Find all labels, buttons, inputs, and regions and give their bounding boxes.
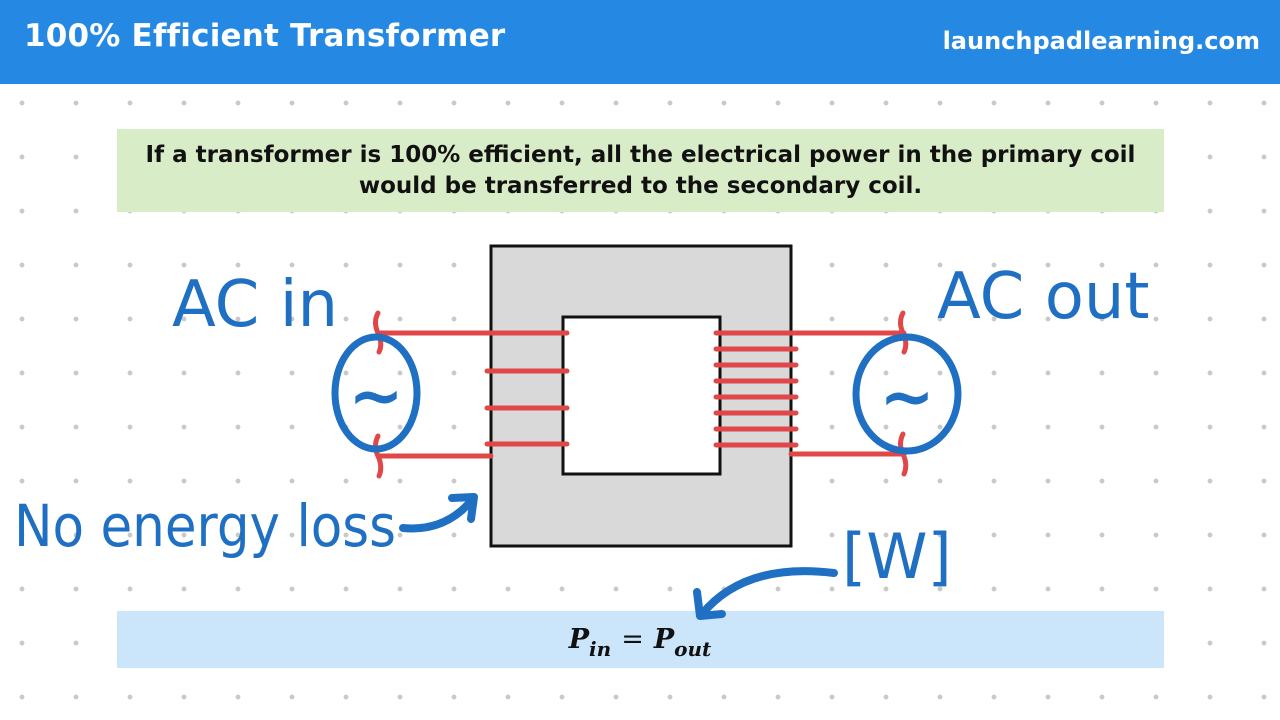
- unit-label: [W]: [842, 520, 952, 593]
- secondary-coil: [713, 346, 799, 448]
- secondary-leads: [713, 310, 909, 477]
- ac-in-symbol: ~: [348, 357, 403, 434]
- power-formula: Pin = Pout: [568, 624, 712, 661]
- info-text: If a transformer is 100% efficient, all …: [145, 141, 1136, 199]
- p-in-base: P: [568, 624, 590, 655]
- p-in-sub: in: [589, 637, 611, 661]
- info-box: If a transformer is 100% efficient, all …: [117, 129, 1164, 212]
- p-out-sub: out: [674, 637, 712, 661]
- p-out-base: P: [653, 624, 675, 655]
- ac-source-in-icon: ~: [331, 333, 421, 453]
- arrow-to-formula: [693, 567, 838, 620]
- ac-source-out-icon: ~: [852, 333, 962, 455]
- equals-sign: =: [621, 624, 644, 655]
- header-bar: 100% Efficient Transformer launchpadlear…: [0, 0, 1280, 84]
- formula-box: [117, 611, 1164, 668]
- core-window: [561, 315, 722, 476]
- page-title: 100% Efficient Transformer: [24, 18, 506, 54]
- no-energy-loss-label: No energy loss: [14, 492, 396, 560]
- ac-in-label: AC in: [172, 268, 338, 342]
- site-url: launchpadlearning.com: [942, 27, 1260, 55]
- arrow-to-core: [399, 493, 478, 533]
- ac-out-label: AC out: [937, 260, 1150, 334]
- primary-leads: [373, 310, 570, 479]
- ac-out-symbol: ~: [879, 358, 934, 435]
- primary-coil: [484, 368, 570, 447]
